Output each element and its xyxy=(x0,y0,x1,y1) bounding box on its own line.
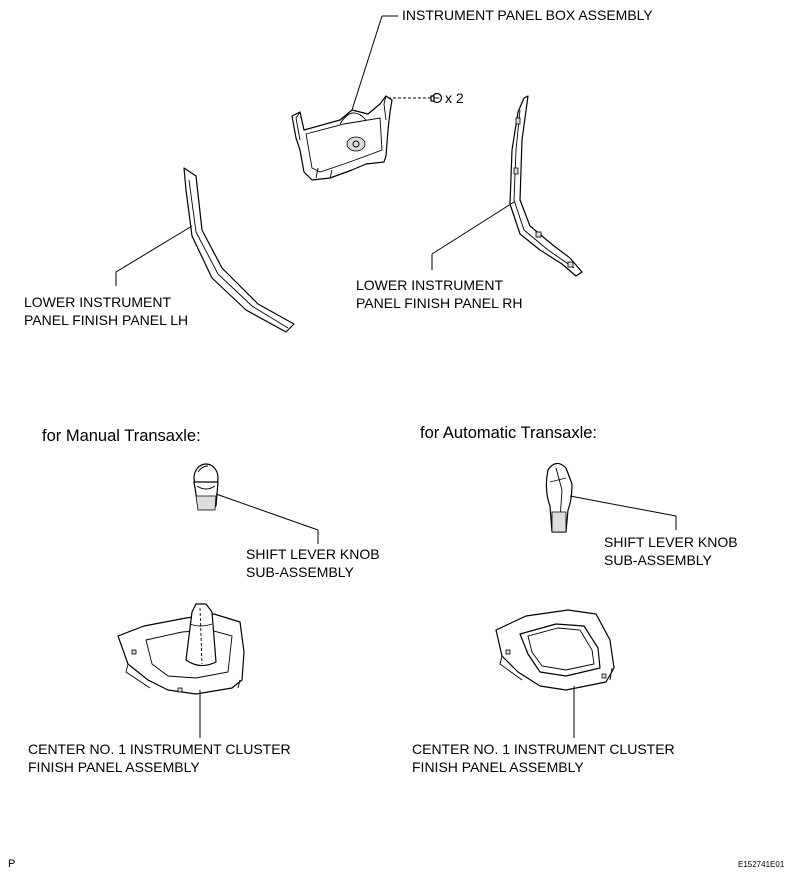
shift-knob-automatic-part xyxy=(545,462,573,533)
instrument-panel-box-part xyxy=(291,95,393,181)
heading-manual-transaxle: for Manual Transaxle: xyxy=(42,427,201,445)
leader-instrument-panel-box xyxy=(351,15,383,111)
label-instrument-panel-box: INSTRUMENT PANEL BOX ASSEMBLY xyxy=(402,7,653,23)
label-finish-rh-1: LOWER INSTRUMENT xyxy=(356,277,503,293)
leader-knob-automatic xyxy=(569,495,677,517)
figure-code: E152741E01 xyxy=(738,860,785,869)
shift-knob-manual-part xyxy=(193,463,219,511)
finish-panel-lh-part xyxy=(183,167,295,333)
leader-finish-panel-lh xyxy=(115,225,193,273)
page-mark: P xyxy=(8,858,16,870)
screw-icon xyxy=(430,92,443,104)
label-knob-mt-1: SHIFT LEVER KNOB xyxy=(246,546,380,562)
label-knob-mt-2: SUB-ASSEMBLY xyxy=(246,564,354,580)
label-cluster-mt-1: CENTER NO. 1 INSTRUMENT CLUSTER xyxy=(28,741,291,757)
label-cluster-at-1: CENTER NO. 1 INSTRUMENT CLUSTER xyxy=(412,741,675,757)
label-finish-lh-1: LOWER INSTRUMENT xyxy=(24,294,171,310)
label-cluster-at-2: FINISH PANEL ASSEMBLY xyxy=(412,759,584,775)
label-screw-qty: x 2 xyxy=(445,90,464,106)
label-finish-lh-2: PANEL FINISH PANEL LH xyxy=(24,312,189,328)
label-knob-at-2: SUB-ASSEMBLY xyxy=(604,552,712,568)
label-knob-at-1: SHIFT LEVER KNOB xyxy=(604,534,738,550)
label-cluster-mt-2: FINISH PANEL ASSEMBLY xyxy=(28,759,200,775)
label-finish-rh-2: PANEL FINISH PANEL RH xyxy=(356,295,523,311)
cluster-panel-manual-part xyxy=(117,603,245,695)
leader-knob-manual xyxy=(215,493,319,531)
heading-automatic-transaxle: for Automatic Transaxle: xyxy=(420,424,597,442)
leader-finish-panel-rh xyxy=(431,201,515,255)
finish-panel-rh-part xyxy=(509,95,583,277)
cluster-panel-automatic-part xyxy=(495,609,615,691)
